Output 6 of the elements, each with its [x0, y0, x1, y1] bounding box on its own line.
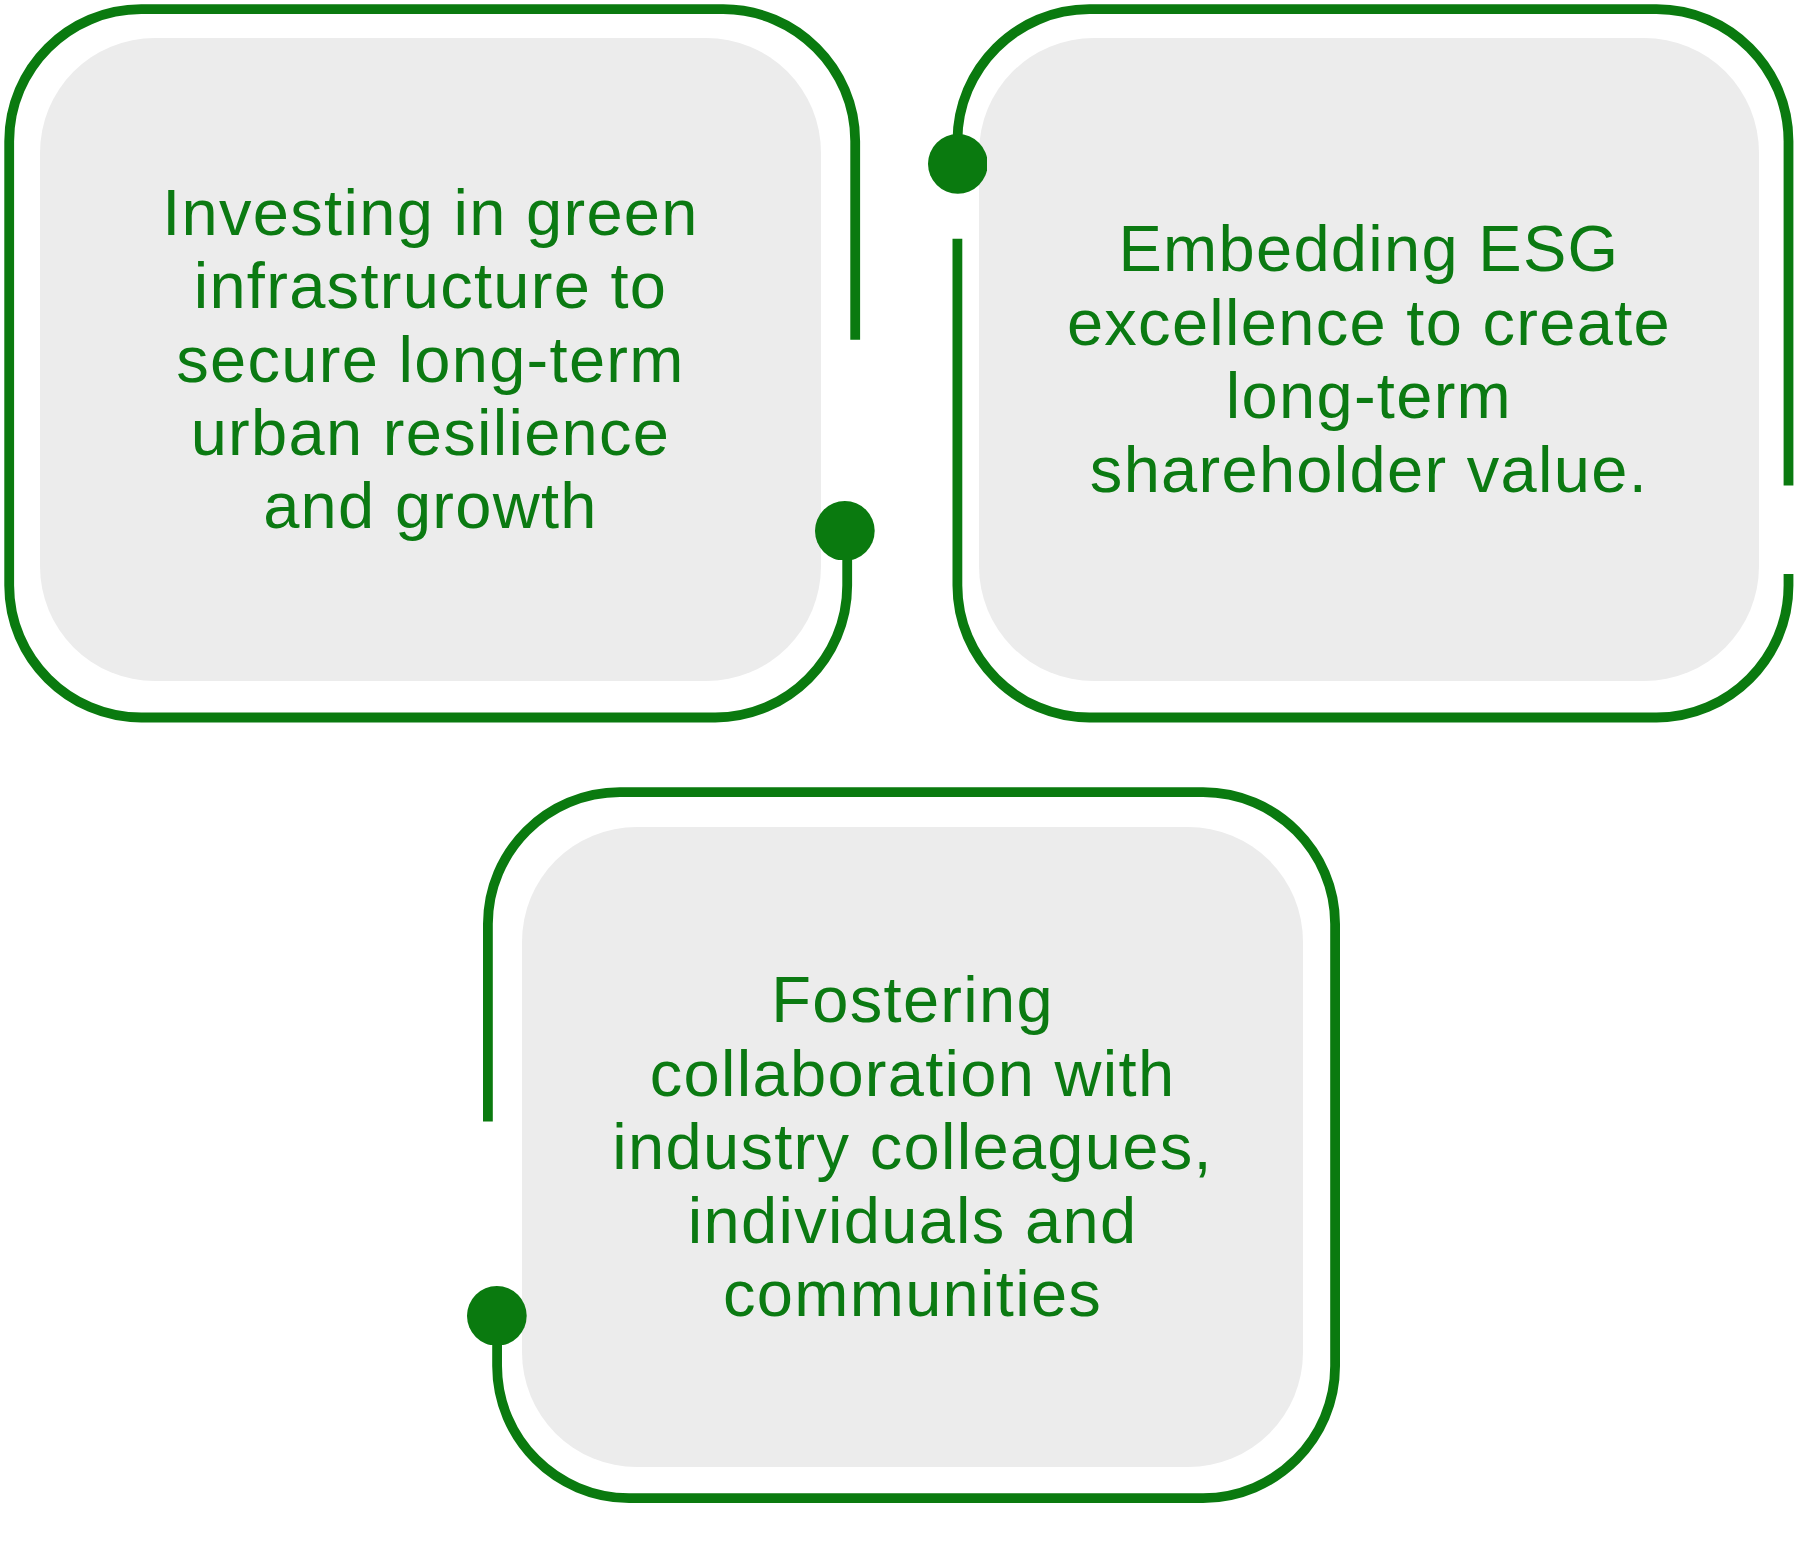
description-text: Investing in green infrastructure to secure long-term urban resilience and growth: [161, 175, 700, 543]
rounded-card: [979, 37, 1759, 681]
rounded-card: [522, 826, 1303, 1468]
description-text: Embedding ESG excellence to create long-term shareholder value.: [1065, 212, 1672, 507]
description-text: Fostering collaboration with industry colleagues, individuals and communities: [611, 963, 1214, 1331]
rounded-card: [40, 37, 821, 681]
